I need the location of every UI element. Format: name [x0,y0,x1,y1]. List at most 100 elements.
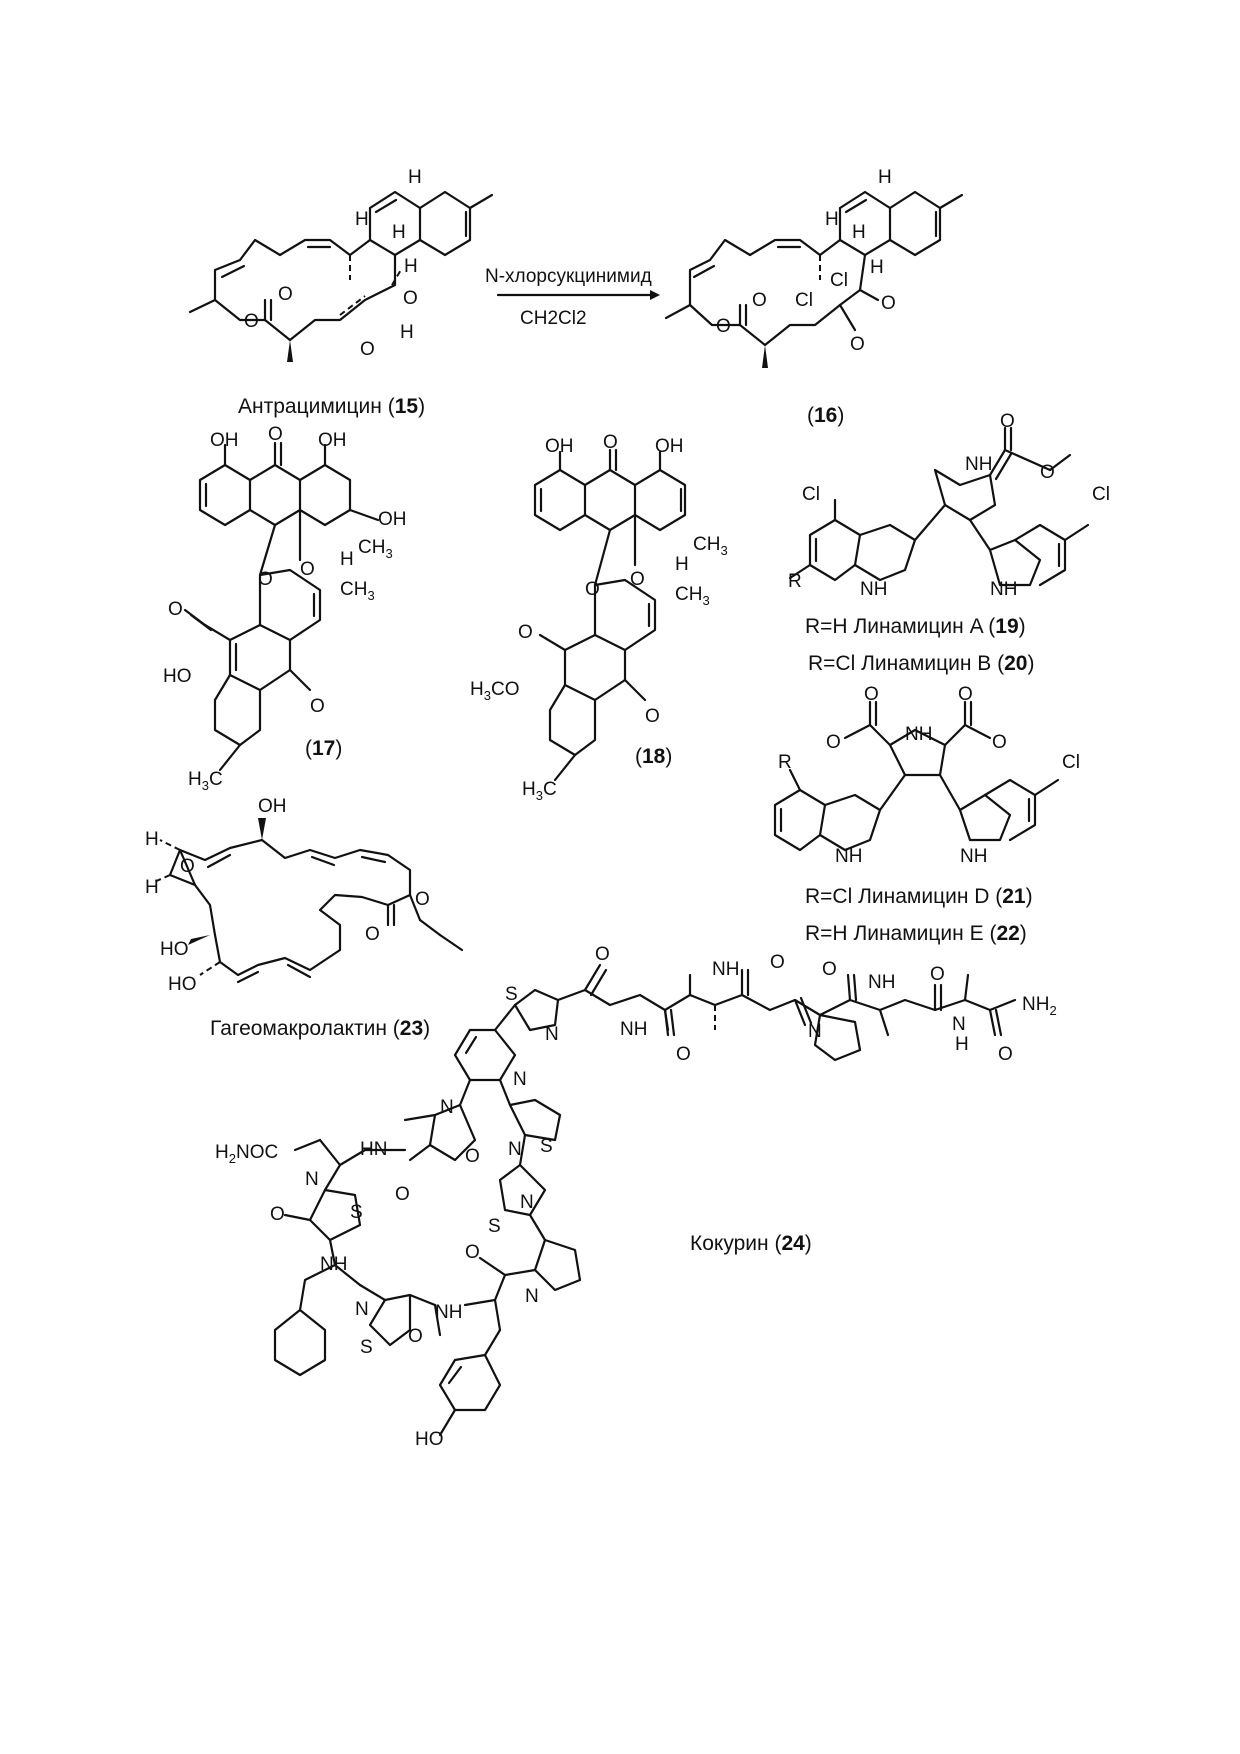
atom-o: O [415,889,430,910]
atom-h: H [675,554,689,575]
atom-s: S [350,1202,363,1223]
label-24-name: Кокурин (24) [690,1232,812,1255]
structure-16: H H H H Cl Cl O O O O (16) [664,167,964,427]
atom-h: H [852,222,866,243]
atom-h: H [870,257,884,278]
structure-24: S N O NH O NH O N O NH O N H NH2 O N N O… [215,944,1057,1450]
atom-o: O [244,311,259,332]
atom-oh: OH [378,509,407,530]
label-16: (16) [807,404,844,427]
atom-cl: Cl [795,290,813,311]
structure-17: OH O OH OH CH3 H CH3 O O O HO O H3C (17) [163,424,407,793]
atom-cl: Cl [802,484,820,505]
atom-n: N [508,1139,522,1160]
atom-cl: Cl [1062,752,1080,773]
atom-o: O [595,944,610,965]
atom-o: O [850,334,865,355]
atom-o: O [752,290,767,311]
atom-ch3: CH3 [693,534,728,558]
atom-o: O [278,284,293,305]
atom-o: O [465,1146,480,1167]
label-15-name: Антрацимицин (15) [238,395,425,418]
atom-cl: Cl [1092,484,1110,505]
atom-nh: NH [860,579,887,600]
atom-o: O [992,732,1007,753]
atom-ho: HO [415,1429,444,1450]
atom-nh: NH [905,724,932,745]
atom-o: O [268,424,283,445]
atom-o: O [881,293,896,314]
structure-15: H H H H O O O H O Антрацимицин (15) [188,167,494,418]
atom-r: R [788,571,802,592]
atom-h: H [145,829,159,850]
structure-19-20: NH O O Cl Cl R NH NH R=H Линамицин A (19… [788,411,1110,675]
solvent-label: CH2Cl2 [520,308,587,329]
atom-r: R [778,752,792,773]
atom-o: O [645,706,660,727]
atom-o: O [408,1326,423,1347]
atom-oh: OH [210,430,239,451]
atom-oh: OH [258,796,287,817]
atom-o: O [270,1204,285,1225]
atom-o: O [310,696,325,717]
atom-h: H [408,167,422,188]
structure-21-22: NH O O O O R Cl NH NH R=Cl Линамицин D (… [773,684,1080,945]
atom-cl: Cl [830,270,848,291]
atom-s: S [488,1216,501,1237]
atom-o: O [395,1184,410,1205]
atom-ho: HO [163,666,192,687]
reaction-arrow: N-хлорсукцинимид CH2Cl2 [485,266,660,329]
atom-ch3: CH3 [340,579,375,603]
atom-ch3: CH3 [675,584,710,608]
atom-nh2: NH2 [1022,994,1057,1018]
atom-h3co: H3CO [470,679,519,703]
atom-h: H [404,256,418,277]
atom-o: O [518,622,533,643]
atom-s: S [505,984,518,1005]
atom-ho: HO [160,939,189,960]
atom-s: S [360,1337,373,1358]
atom-h: H [878,167,892,188]
atom-h: H [392,222,406,243]
atom-o: O [180,856,195,877]
atom-h: H [400,322,414,343]
atom-h3c: H3C [522,779,557,803]
atom-o: O [365,924,380,945]
atom-o: O [585,579,600,600]
atom-o: O [822,959,837,980]
atom-oh: OH [655,436,684,457]
atom-o: O [930,964,945,985]
atom-h3c: H3C [188,769,223,793]
atom-oh: OH [318,430,347,451]
atom-o: O [465,1242,480,1263]
atom-o: O [1040,462,1055,483]
atom-h: H [145,877,159,898]
atom-o: O [864,684,879,705]
atom-h: H [825,209,839,230]
reagent-label: N-хлорсукцинимид [485,266,652,287]
atom-o: O [676,1044,691,1065]
atom-ch3: CH3 [358,537,393,561]
atom-h2noc: H2NOC [215,1142,278,1166]
atom-nh: NH [965,454,992,475]
atom-o: O [403,288,418,309]
atom-n: N [808,1021,822,1042]
atom-n: N [305,1169,319,1190]
atom-hn: HN [360,1139,387,1160]
atom-h: H [355,209,369,230]
atom-nh: NH [835,846,862,867]
label-20: R=Cl Линамицин B (20) [808,652,1034,675]
label-19: R=H Линамицин A (19) [805,615,1026,638]
atom-n: N [513,1069,527,1090]
atom-nh: NH [712,959,739,980]
atom-o: O [603,432,618,453]
atom-oh: OH [545,436,574,457]
atom-o: O [258,569,273,590]
atom-o: O [630,569,645,590]
atom-nh: NH [868,972,895,993]
atom-h: H [955,1034,969,1055]
atom-nh: NH [990,579,1017,600]
atom-o: O [1000,411,1015,432]
atom-nh: NH [320,1254,347,1275]
